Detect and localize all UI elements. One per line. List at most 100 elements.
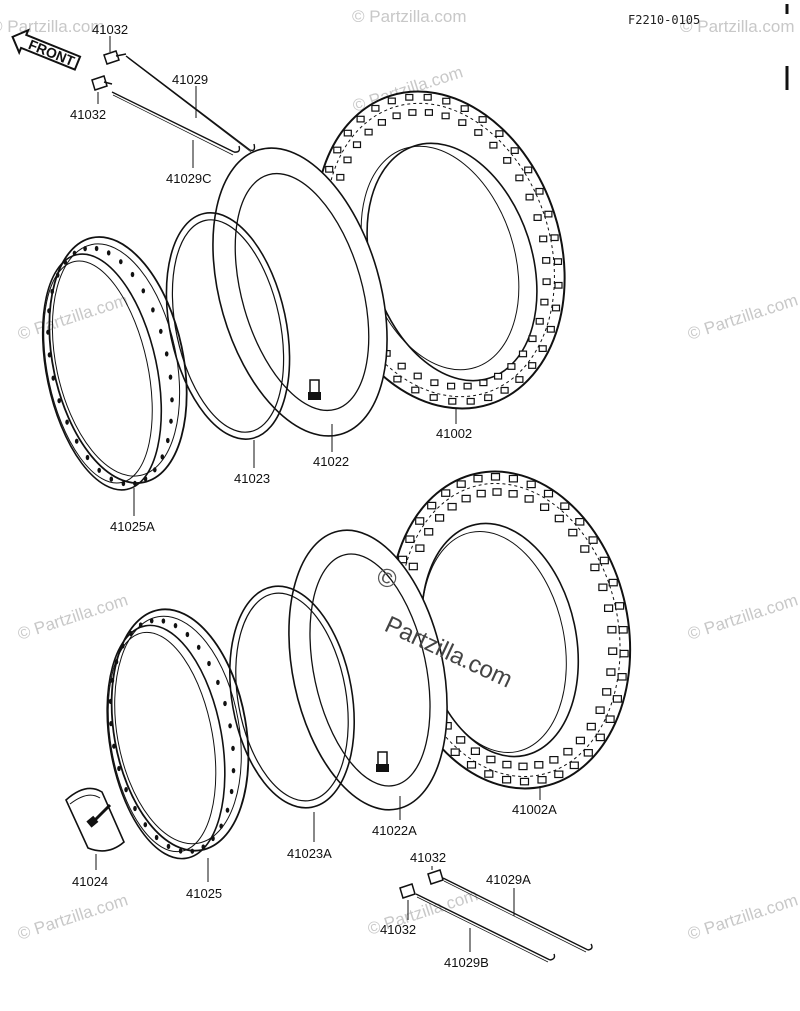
- tread-block: [595, 706, 605, 715]
- tread-block: [590, 563, 600, 572]
- spoke-hole: [124, 787, 128, 793]
- tread-block: [507, 363, 516, 370]
- tread-block: [586, 722, 596, 731]
- rim-spoke-holes: [108, 618, 236, 854]
- figure-code: F2210-0105: [628, 13, 700, 27]
- spoke-hole: [159, 328, 163, 334]
- tread-block: [392, 112, 401, 120]
- tread-block: [466, 397, 475, 405]
- tread-block: [415, 517, 425, 525]
- rim-spoke-holes: [46, 245, 174, 487]
- tread-block: [607, 625, 617, 634]
- spoke-hole: [110, 677, 115, 684]
- spoke-hole: [109, 721, 113, 727]
- spoke-hole: [72, 250, 77, 256]
- tread-block: [441, 489, 451, 497]
- tread-block: [525, 193, 534, 201]
- watermark-text: © Partzilla.com: [680, 17, 795, 36]
- tread-block: [563, 747, 573, 756]
- spoke-hole: [166, 843, 171, 850]
- spoke-hole: [149, 618, 154, 624]
- tread-block: [612, 695, 623, 703]
- part-label-41022a: 41022A: [372, 823, 417, 838]
- part-label-41022: 41022: [313, 454, 349, 469]
- part-label-41025: 41025: [186, 886, 222, 901]
- tread-block: [515, 376, 524, 383]
- part-label-41023: 41023: [234, 471, 270, 486]
- tread-block: [539, 503, 550, 512]
- spoke-hole: [169, 418, 173, 424]
- tread-block: [415, 544, 425, 553]
- tread-block: [554, 514, 564, 523]
- tread-block: [461, 494, 471, 503]
- spoke-hole: [223, 700, 227, 707]
- spoke-hole: [46, 329, 50, 335]
- spoke-hole: [83, 246, 87, 252]
- tread-block: [508, 490, 518, 498]
- tread-block: [460, 105, 469, 113]
- spoke-hole: [114, 659, 119, 665]
- tread-block: [430, 379, 439, 387]
- tread-block: [583, 748, 593, 757]
- tread-block: [397, 362, 406, 370]
- spoke-hole: [231, 768, 236, 774]
- spoke-hole: [143, 822, 148, 828]
- tread-block: [528, 362, 537, 369]
- tread-block: [580, 545, 590, 553]
- spoke-hole: [85, 454, 90, 461]
- tread-block: [500, 386, 509, 394]
- tread-block: [534, 760, 544, 769]
- watermark-text: © Partzilla.com: [15, 290, 130, 343]
- tread-block: [463, 382, 472, 390]
- tube-41022A: [288, 529, 448, 811]
- tread-block: [526, 480, 536, 489]
- spoke-hole: [109, 476, 114, 482]
- spoke-hole: [129, 630, 133, 637]
- tread-block: [377, 118, 386, 126]
- tread-block: [405, 93, 414, 101]
- tread-block: [474, 129, 483, 136]
- tread-block: [456, 480, 466, 488]
- tread-block: [427, 501, 437, 510]
- rim-band-41023: [165, 212, 291, 440]
- tread-block: [537, 775, 547, 784]
- spoke-hole: [153, 467, 157, 473]
- part-label-41029: 41029: [172, 72, 208, 87]
- watermark-text: © Partzilla.com: [685, 590, 800, 643]
- spoke-hole: [119, 259, 123, 265]
- spoke-hole: [185, 631, 190, 638]
- tread-block: [473, 474, 483, 483]
- spoke-hole: [51, 375, 56, 381]
- valve-stem: [308, 379, 321, 400]
- tread-block: [554, 281, 563, 289]
- spoke-hole: [178, 848, 183, 854]
- tread-block: [343, 129, 352, 137]
- tread-block: [494, 372, 503, 380]
- watermark-text: © Partzilla.com: [352, 7, 467, 26]
- spoke-hole: [117, 765, 121, 772]
- spoke-hole: [229, 788, 234, 795]
- tread-block: [569, 761, 579, 770]
- spoke-hole: [190, 848, 195, 854]
- tread-block: [325, 165, 334, 173]
- tread-block: [542, 257, 551, 264]
- tread-block: [364, 128, 373, 136]
- tread-block: [470, 747, 480, 756]
- tread-block: [606, 668, 616, 676]
- tread-block: [413, 372, 422, 380]
- rim-41025: [106, 608, 250, 860]
- tread-block: [551, 304, 561, 312]
- spoke-nipple-41032-top: [103, 50, 127, 65]
- tread-block: [515, 174, 524, 182]
- spoke-hole: [231, 745, 235, 752]
- tread-block: [535, 187, 544, 195]
- spoke-hole: [141, 288, 146, 294]
- spoke-hole: [47, 308, 51, 314]
- tread-block: [502, 775, 512, 784]
- tread-block: [435, 514, 445, 522]
- tread-block: [598, 583, 608, 592]
- tread-block: [424, 109, 433, 116]
- spoke-hole: [55, 272, 60, 278]
- tread-block: [466, 760, 477, 769]
